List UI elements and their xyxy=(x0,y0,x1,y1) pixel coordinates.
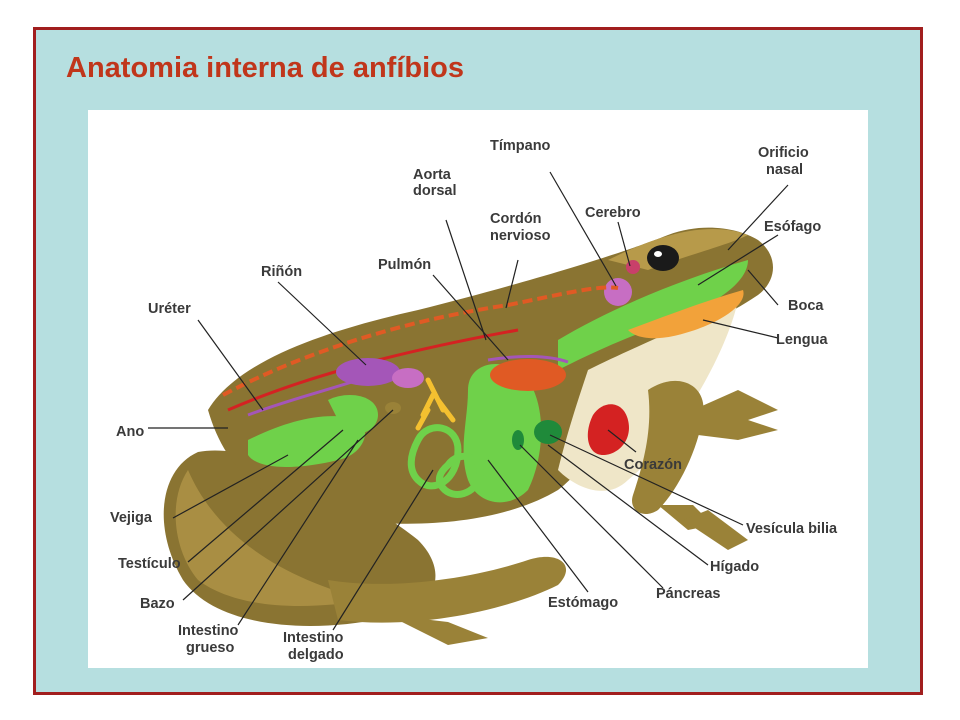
label-timpano: Tímpano xyxy=(490,138,551,154)
label-bazo: Bazo xyxy=(140,596,175,612)
label-orificio-nasal-line2: nasal xyxy=(766,162,803,178)
leader-lines xyxy=(148,171,789,631)
label-cerebro: Cerebro xyxy=(585,205,641,221)
label-esofago: Esófago xyxy=(764,219,821,235)
label-estomago: Estómago xyxy=(548,595,618,611)
label-aorta-dorsal-line1: Aorta xyxy=(413,167,452,183)
label-vesicula-biliar: Vesícula bilia xyxy=(746,521,838,537)
label-pancreas: Páncreas xyxy=(656,586,721,602)
slide-title: Anatomia interna de anfíbios xyxy=(66,52,464,84)
label-intestino-grueso-line1: Intestino xyxy=(178,623,239,639)
label-cordon-nervioso-line1: Cordón xyxy=(490,211,542,227)
label-ano: Ano xyxy=(116,424,144,440)
label-boca: Boca xyxy=(788,298,824,314)
labels: Tímpano Aorta dorsal Orificio nasal Cord… xyxy=(110,138,838,663)
label-intestino-grueso-line2: grueso xyxy=(186,640,234,656)
label-intestino-delgado-line2: delgado xyxy=(288,647,344,663)
frog-anatomy-diagram: Tímpano Aorta dorsal Orificio nasal Cord… xyxy=(110,138,838,663)
label-testiculo: Testículo xyxy=(118,556,181,572)
label-ureter: Uréter xyxy=(148,301,191,317)
label-intestino-delgado-line1: Intestino xyxy=(283,630,344,646)
label-rinon: Riñón xyxy=(261,264,302,280)
label-lengua: Lengua xyxy=(776,332,828,348)
label-pulmon: Pulmón xyxy=(378,257,431,273)
label-vejiga: Vejiga xyxy=(110,510,153,526)
frog-anatomy-figure: Tímpano Aorta dorsal Orificio nasal Cord… xyxy=(88,110,868,668)
label-orificio-nasal-line1: Orificio xyxy=(758,145,809,161)
internal-organs xyxy=(222,260,748,503)
label-aorta-dorsal-line2: dorsal xyxy=(413,183,457,199)
label-cordon-nervioso-line2: nervioso xyxy=(490,228,551,244)
label-corazon: Corazón xyxy=(624,457,682,473)
label-higado: Hígado xyxy=(710,559,759,575)
slide-frame: Anatomia interna de anfíbios xyxy=(33,27,923,695)
